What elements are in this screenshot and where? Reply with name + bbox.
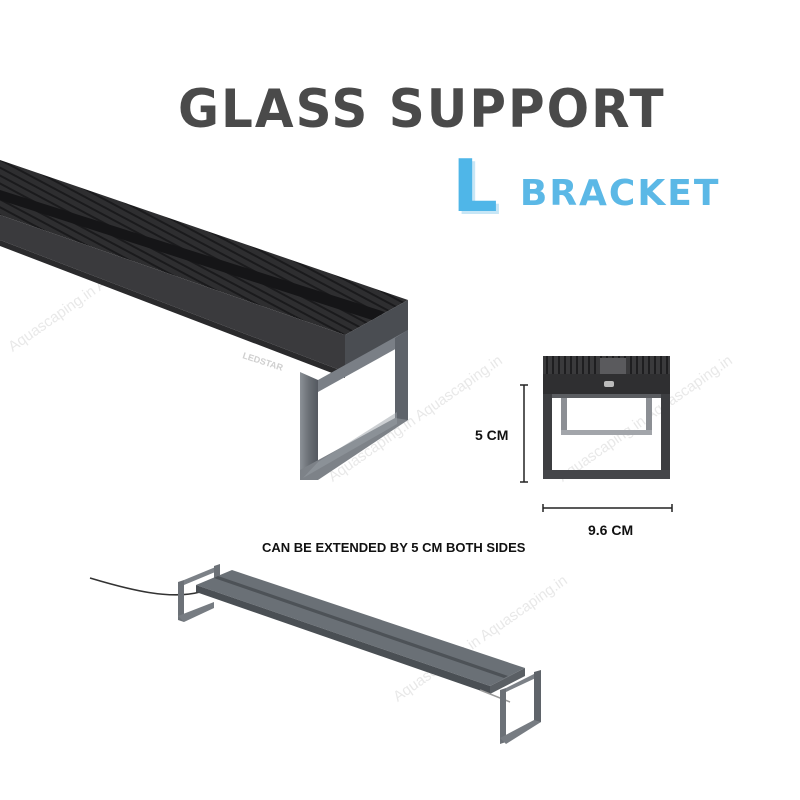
extended-light-fixture	[89, 564, 541, 744]
bracket-word: BRACKET	[519, 173, 721, 214]
brand-label: LEDSTAR	[241, 350, 284, 373]
width-dimension-label: 9.6 CM	[588, 522, 634, 538]
extension-note: CAN BE EXTENDED BY 5 CM BOTH SIDES	[262, 540, 526, 555]
large-light-fixture	[0, 160, 408, 480]
height-dimension-line	[520, 384, 528, 483]
bracket-heading: L BRACKET	[452, 150, 720, 222]
height-dimension-label: 5 CM	[475, 427, 509, 443]
width-dimension-line	[542, 504, 673, 512]
page-title: GLASS SUPPORT	[178, 78, 666, 140]
l-accent-letter: L	[452, 144, 498, 228]
end-view-diagram	[543, 356, 670, 479]
